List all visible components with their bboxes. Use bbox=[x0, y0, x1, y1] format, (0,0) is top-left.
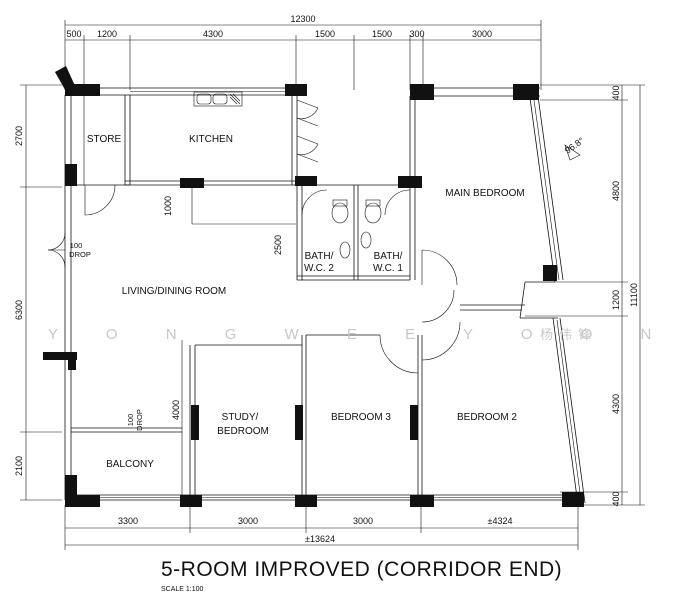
dim-top-5: 1500 bbox=[372, 29, 392, 39]
dim-right-2: 4800 bbox=[611, 181, 621, 201]
dim-left-2: 6300 bbox=[14, 300, 24, 320]
watermark: Y O N G W E E Y O O N G 杨伟锋 bbox=[48, 326, 681, 343]
label-drop-left-1: 100 bbox=[70, 241, 83, 250]
label-bedroom2: BEDROOM 2 bbox=[457, 412, 517, 423]
label-study-line1: STUDY/ bbox=[222, 412, 259, 423]
label-balcony: BALCONY bbox=[106, 459, 154, 470]
label-bath2-line2: W.C. 2 bbox=[304, 263, 334, 274]
label-drop-balcony-1: 100 bbox=[126, 414, 135, 427]
dim-top-1: 500 bbox=[66, 29, 81, 39]
dim-right-3: 1200 bbox=[611, 290, 621, 310]
dim-top-overall: 12300 bbox=[290, 14, 315, 24]
dim-top-6: 300 bbox=[409, 29, 424, 39]
dim-bottom-overall: ±13624 bbox=[305, 534, 335, 544]
plan-scale: SCALE 1:100 bbox=[161, 586, 204, 593]
label-living-dining: LIVING/DINING ROOM bbox=[122, 286, 226, 297]
dim-top-4: 1500 bbox=[315, 29, 335, 39]
label-bath2-line1: BATH/ bbox=[305, 251, 334, 262]
bottom-dimensions: 3300 3000 3000 ±4324 ±13624 bbox=[64, 505, 579, 550]
label-drop-left-2: DROP bbox=[69, 250, 91, 259]
watermark-latin: Y O N G W E E Y O O N G bbox=[48, 326, 681, 343]
dim-left-3: 2100 bbox=[14, 456, 24, 476]
top-dimensions: 12300 500 1200 4300 1500 1500 300 3000 bbox=[64, 14, 542, 90]
dim-left-1: 2700 bbox=[14, 126, 24, 146]
left-dimensions: 2700 6300 2100 bbox=[14, 84, 62, 501]
dim-right-4: 4300 bbox=[611, 394, 621, 414]
dim-right-5: 400 bbox=[611, 491, 621, 506]
dim-bath-2500: 2500 bbox=[273, 235, 283, 255]
dim-top-2: 1200 bbox=[97, 29, 117, 39]
dim-top-7: 3000 bbox=[472, 29, 492, 39]
dim-bottom-2: 3000 bbox=[238, 516, 258, 526]
label-store: STORE bbox=[87, 134, 122, 145]
basin-icon bbox=[339, 231, 372, 259]
right-dimensions: 400 4800 1200 4300 400 11100 bbox=[525, 84, 645, 507]
label-bath1-line2: W.C. 1 bbox=[373, 263, 403, 274]
dim-right-1: 400 bbox=[611, 85, 621, 100]
room-labels: STORE KITCHEN MAIN BEDROOM BATH/ W.C. 2 … bbox=[69, 134, 586, 470]
label-bedroom3: BEDROOM 3 bbox=[331, 412, 391, 423]
dim-bottom-3: 3000 bbox=[353, 516, 373, 526]
label-kitchen: KITCHEN bbox=[189, 134, 233, 145]
toilet-icon bbox=[331, 199, 382, 224]
label-main-bedroom: MAIN BEDROOM bbox=[445, 188, 524, 199]
label-bath1-line1: BATH/ bbox=[374, 251, 403, 262]
label-drop-balcony-2: DROP bbox=[135, 409, 144, 431]
angle-marker-icon bbox=[564, 144, 581, 161]
dim-right-overall: 11100 bbox=[629, 283, 639, 307]
dim-bottom-1: 3300 bbox=[118, 516, 138, 526]
dim-top-3: 4300 bbox=[203, 29, 223, 39]
doors-fixtures bbox=[47, 91, 582, 501]
kitchen-sink-icon bbox=[193, 91, 243, 107]
dim-bottom-4: ±4324 bbox=[488, 516, 513, 526]
interior-walls bbox=[71, 95, 525, 495]
dim-balcony-4000: 4000 bbox=[171, 400, 181, 420]
label-angle: 96.8° bbox=[563, 135, 586, 156]
label-study-line2: BEDROOM bbox=[217, 426, 269, 437]
plan-title: 5-ROOM IMPROVED (CORRIDOR END) bbox=[161, 558, 562, 581]
dim-kitchen-1000: 1000 bbox=[163, 196, 173, 216]
watermark-chinese: 杨伟锋 bbox=[540, 327, 597, 342]
